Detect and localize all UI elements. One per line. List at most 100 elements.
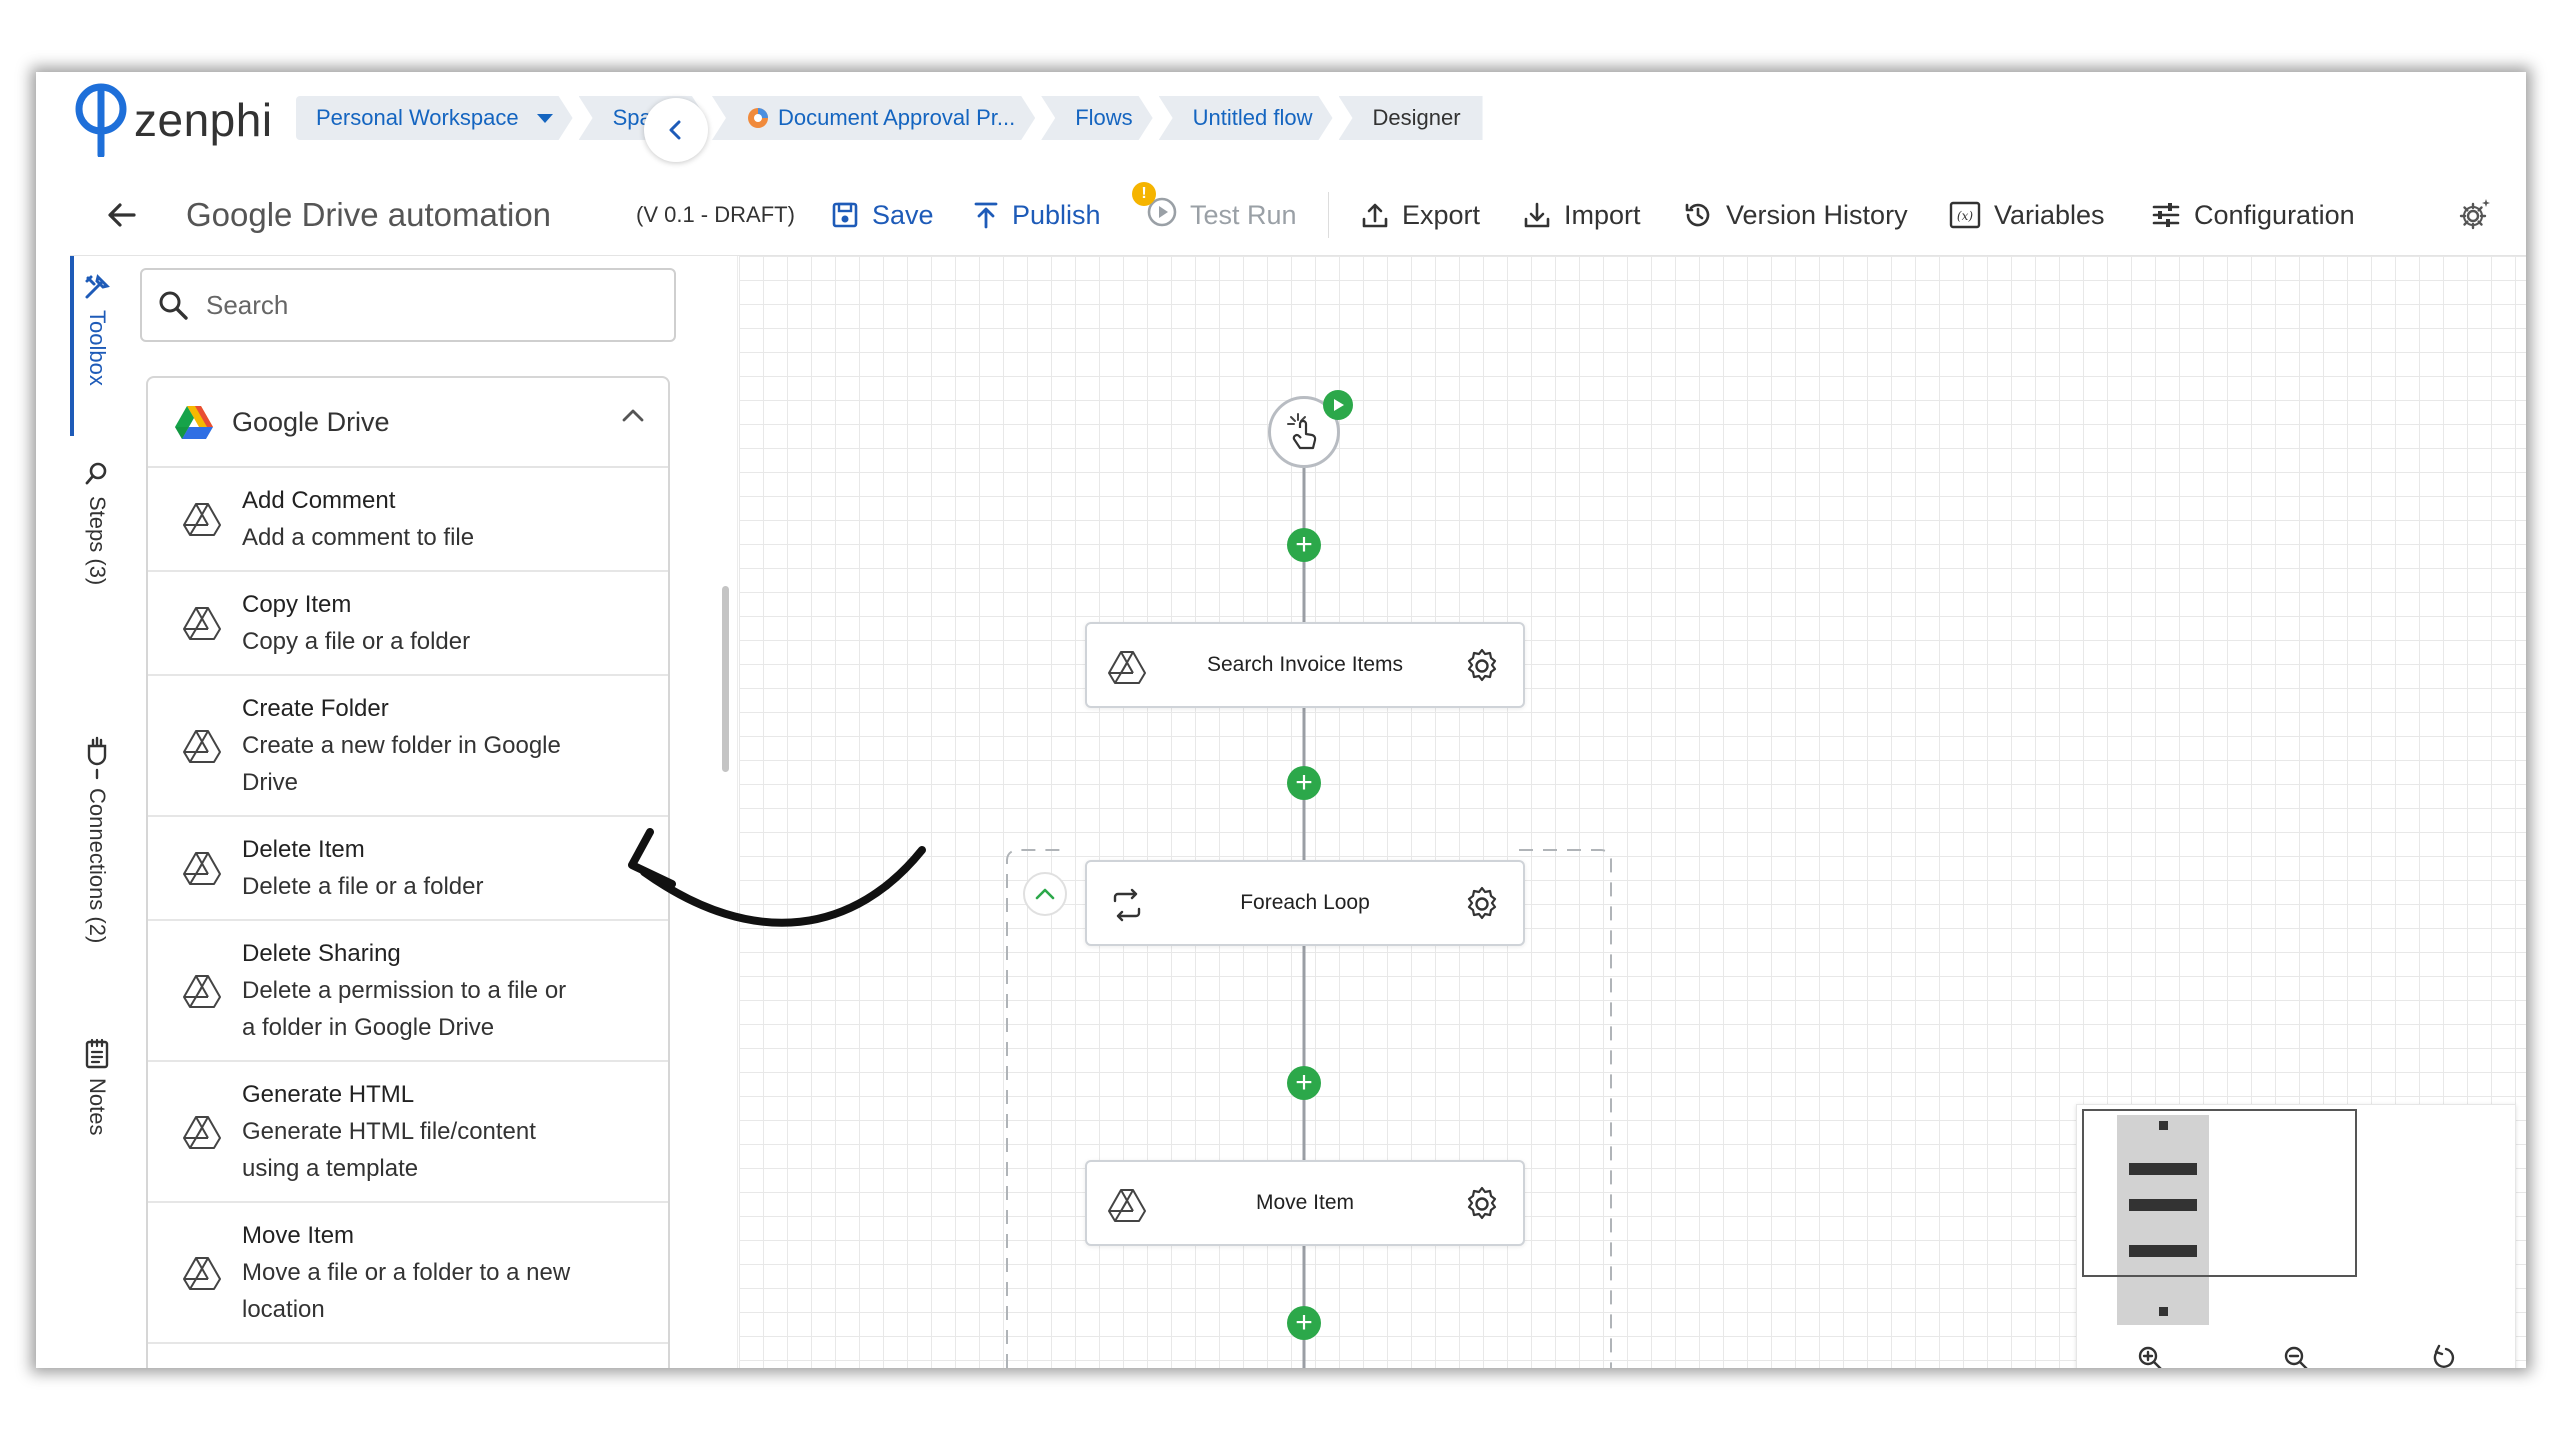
item-title: Delete Item xyxy=(242,836,365,863)
toolbox-item-create-folder[interactable]: Create Folder Create a new folder in Goo… xyxy=(148,676,668,817)
refresh-icon xyxy=(2433,1344,2455,1368)
gear-icon[interactable] xyxy=(1463,1185,1501,1223)
publish-button[interactable]: Publish xyxy=(972,174,1101,256)
collapse-panel-button[interactable] xyxy=(644,98,708,162)
collapse-loop-button[interactable] xyxy=(1023,872,1067,916)
add-step-button[interactable]: + xyxy=(1287,766,1321,800)
zoom-out-button[interactable] xyxy=(2277,1339,2317,1368)
rail-notes[interactable]: Notes xyxy=(74,1038,120,1135)
flow-title-text: Google Drive automation xyxy=(186,196,552,233)
version-history-label: Version History xyxy=(1726,199,1908,230)
google-drive-icon xyxy=(183,503,221,536)
item-description: Delete a file or a folder xyxy=(242,873,484,900)
search-box[interactable] xyxy=(140,268,676,342)
google-drive-icon xyxy=(1108,1189,1146,1222)
publish-label: Publish xyxy=(1012,199,1101,230)
rail-steps[interactable]: Steps (3) xyxy=(74,460,120,585)
breadcrumb-untitled-flow[interactable]: Untitled flow xyxy=(1159,96,1333,140)
minimap-trigger xyxy=(2159,1121,2168,1130)
version-history-button[interactable]: Version History xyxy=(1682,174,1908,256)
zoom-in-button[interactable] xyxy=(2131,1339,2171,1368)
toolbox-item-add-comment[interactable]: Add Comment Add a comment to file xyxy=(148,468,668,572)
test-run-button[interactable]: ! Test Run xyxy=(1132,174,1297,256)
configuration-button[interactable]: Configuration xyxy=(2150,174,2355,256)
chevron-up-icon xyxy=(1035,888,1055,900)
item-description: Move a file or a folder to a new xyxy=(242,1259,571,1286)
breadcrumb-label: Personal Workspace xyxy=(316,105,519,130)
toolbox-item-delete-sharing[interactable]: Delete Sharing Delete a permission to a … xyxy=(148,921,668,1062)
item-title: Generate HTML xyxy=(242,1081,415,1108)
breadcrumb-label: Designer xyxy=(1372,105,1461,130)
toolbar-divider xyxy=(1328,192,1329,238)
google-drive-icon xyxy=(1108,651,1146,684)
rail-label: Notes xyxy=(85,1078,110,1136)
app-window: zenphi Personal Workspace Spaces Documen… xyxy=(36,72,2526,1368)
search-input[interactable] xyxy=(206,289,636,321)
group-title: Google Drive xyxy=(232,406,390,437)
import-button[interactable]: Import xyxy=(1522,174,1641,256)
version-text: (V 0.1 - DRAFT) xyxy=(636,202,795,227)
flow-canvas[interactable]: + Search Invoice Items + Foreach Loop + … xyxy=(739,256,2526,1368)
arrow-left-icon xyxy=(108,203,136,227)
group-header-google-drive[interactable]: Google Drive xyxy=(148,378,668,468)
add-step-button[interactable]: + xyxy=(1287,1306,1321,1340)
breadcrumb-label: Document Approval Pr... xyxy=(777,105,1016,130)
gear-icon[interactable] xyxy=(1463,647,1501,685)
item-description: Generate HTML file/content xyxy=(242,1118,536,1145)
google-drive-icon xyxy=(183,1256,221,1290)
version-label: (V 0.1 - DRAFT) xyxy=(636,174,795,256)
test-run-icon-wrap: ! xyxy=(1132,181,1190,235)
flow-node-move-item[interactable]: Move Item xyxy=(1085,1160,1525,1246)
breadcrumb-workspace[interactable]: Personal Workspace xyxy=(296,96,573,140)
google-drive-icon xyxy=(183,974,221,1008)
toolbox-item-delete-item[interactable]: Delete Item Delete a file or a folder xyxy=(148,817,668,921)
item-description: a folder in Google Drive xyxy=(242,1014,495,1041)
chevron-left-icon xyxy=(669,120,681,140)
reset-view-button[interactable] xyxy=(2423,1339,2463,1368)
rail-toolbox[interactable]: Toolbox xyxy=(74,272,120,386)
flow-node-search-invoice-items[interactable]: Search Invoice Items xyxy=(1085,622,1525,708)
google-drive-icon xyxy=(183,852,221,885)
brand-logo[interactable]: zenphi xyxy=(72,80,273,160)
play-icon xyxy=(1334,399,1344,411)
breadcrumb-document-approval[interactable]: Document Approval Pr... xyxy=(712,96,1035,140)
chevron-up-icon[interactable] xyxy=(620,406,646,424)
save-label: Save xyxy=(872,199,934,230)
breadcrumb: Personal Workspace Spaces Document Appro… xyxy=(296,96,1489,140)
variables-button[interactable]: (x) Variables xyxy=(1948,174,2105,256)
flow-node-foreach-loop[interactable]: Foreach Loop xyxy=(1085,860,1525,946)
add-step-button[interactable]: + xyxy=(1287,1066,1321,1100)
toolbox-scrollbar[interactable] xyxy=(722,586,729,772)
toolbox-item-copy-item[interactable]: Copy Item Copy a file or a folder xyxy=(148,572,668,676)
minimap-end xyxy=(2159,1307,2168,1316)
variables-label: Variables xyxy=(1994,199,2105,230)
item-description: Copy a file or a folder xyxy=(242,628,471,655)
svg-text:(x): (x) xyxy=(1957,209,1973,223)
node-label: Search Invoice Items xyxy=(1206,653,1404,676)
node-label: Foreach Loop xyxy=(1240,891,1370,914)
google-drive-icon xyxy=(183,607,221,640)
minimap-viewport[interactable] xyxy=(2082,1109,2357,1277)
add-step-button[interactable]: + xyxy=(1287,528,1321,562)
export-button[interactable]: Export xyxy=(1360,174,1480,256)
export-label: Export xyxy=(1402,199,1481,230)
toolbox-item-move-item[interactable]: Move Item Move a file or a folder to a n… xyxy=(148,1203,668,1344)
run-trigger-button[interactable] xyxy=(1323,390,1353,420)
gear-icon[interactable] xyxy=(1463,885,1501,923)
tools-icon xyxy=(85,274,110,299)
toolbox-item-generate-html[interactable]: Generate HTML Generate HTML file/content… xyxy=(148,1062,668,1203)
item-title: Create Folder xyxy=(242,695,389,722)
rail-label: Steps (3) xyxy=(85,496,110,586)
rail-connections[interactable]: Connections (2) xyxy=(74,736,120,943)
breadcrumb-flows[interactable]: Flows xyxy=(1041,96,1152,140)
settings-button[interactable] xyxy=(2454,174,2506,256)
minimap-node xyxy=(2129,1245,2197,1257)
manual-trigger-icon xyxy=(1287,413,1317,450)
item-title: Move Item xyxy=(242,1222,355,1249)
back-button[interactable] xyxy=(104,174,152,256)
minimap-node xyxy=(2129,1199,2197,1211)
minimap-flow-preview xyxy=(2117,1115,2209,1325)
save-button[interactable]: Save xyxy=(830,174,934,256)
minimap[interactable] xyxy=(2076,1104,2516,1368)
breadcrumb-label: Untitled flow xyxy=(1192,105,1313,130)
